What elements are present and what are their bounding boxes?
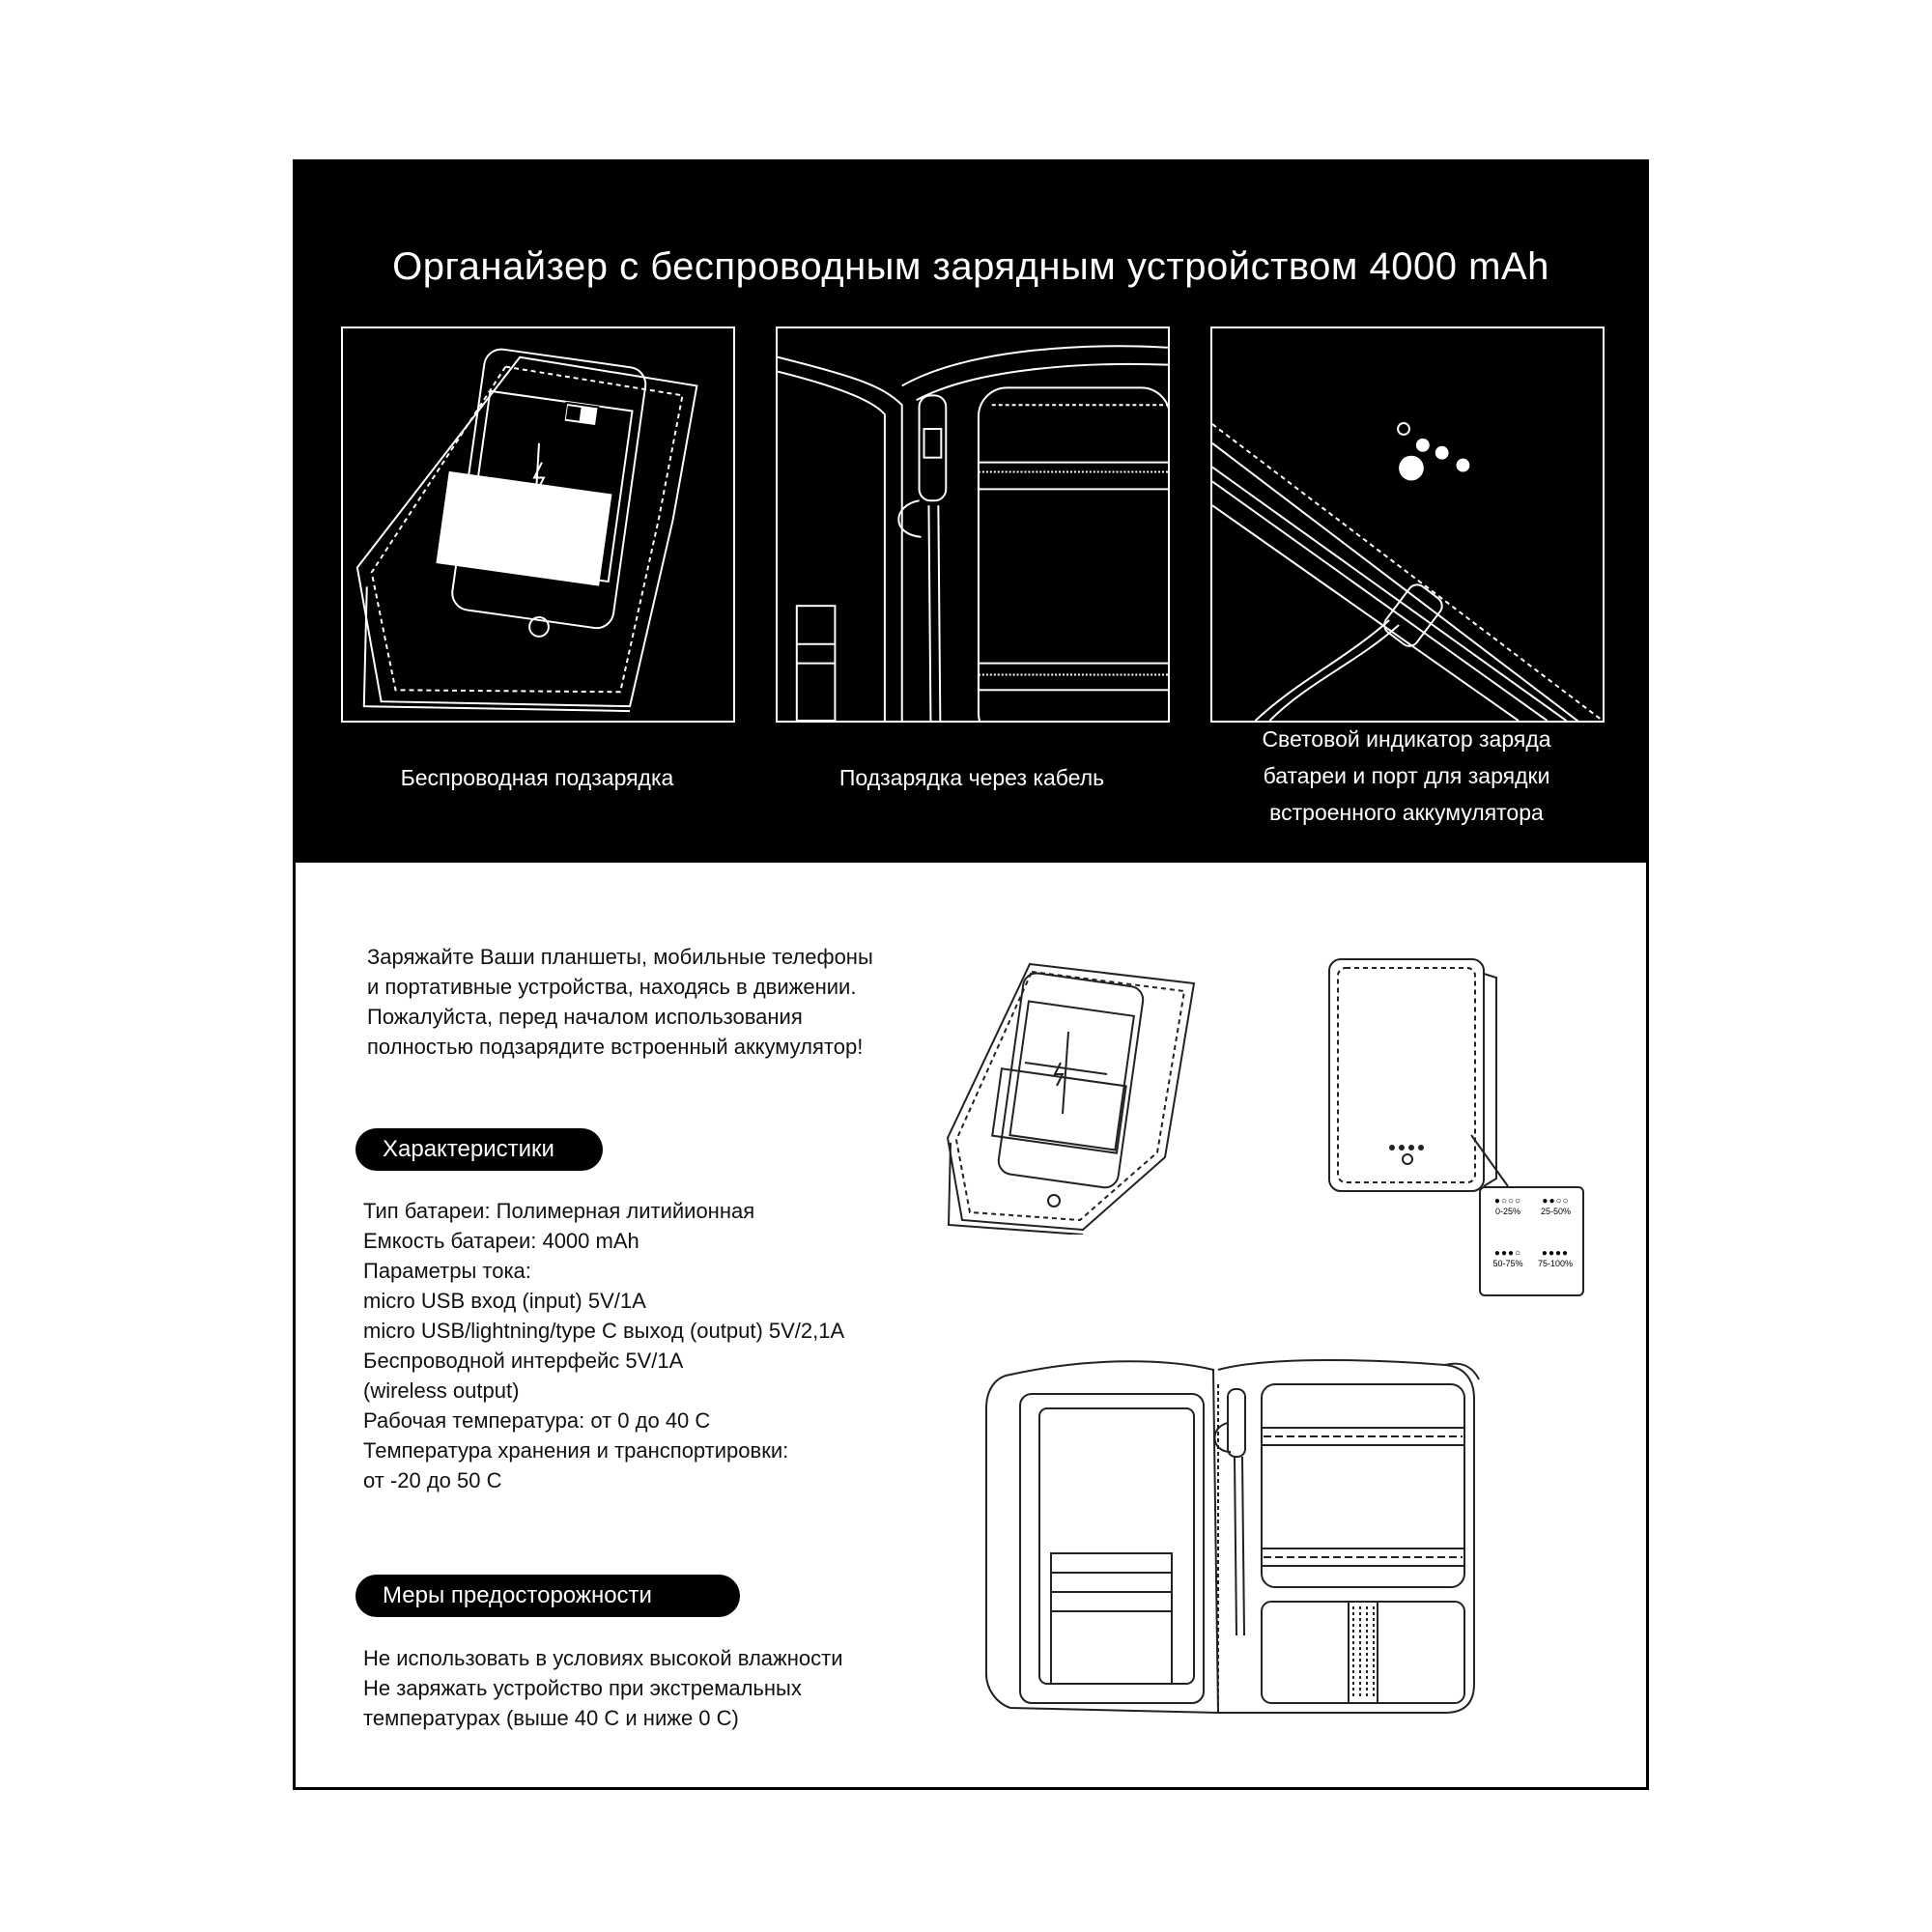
feature-caption-indicator: Световой индикатор заряда батареи и порт… [1204,721,1609,831]
legend-item: ●○○○ 0-25% [1489,1196,1527,1216]
intro-text: Заряжайте Ваши планшеты, мобильные телеф… [367,942,873,1062]
instruction-sheet: Органайзер с беспроводным зарядным устро… [293,159,1649,1790]
feature-band: Органайзер с беспроводным зарядным устро… [296,162,1646,863]
spec-line: (wireless output) [363,1378,520,1403]
wireless-charging-panel [341,327,735,723]
spec-line: Емкость батареи: 4000 mAh [363,1229,639,1253]
caption-line: Световой индикатор заряда [1262,726,1551,752]
spec-line: Температура хранения и транспортировки: [363,1438,789,1463]
precaution-line: Не использовать в условиях высокой влажн… [363,1646,843,1670]
cable-charging-illustration [778,345,1168,721]
lightning-bolt-icon [532,462,546,494]
spec-line: Беспроводной интерфейс 5V/1A [363,1349,684,1373]
page-title: Органайзер с беспроводным зарядным устро… [392,245,1549,288]
wireless-charging-illustration [355,348,698,713]
led-indicator-icon [1397,422,1470,481]
legend-item: ●●●○ 50-75% [1489,1248,1527,1268]
spec-line: Тип батареи: Полимерная литийионная [363,1199,755,1223]
specs-list: Тип батареи: Полимерная литийионная Емко… [363,1196,844,1495]
spec-line: от -20 до 50 С [363,1468,502,1492]
intro-line: Заряжайте Ваши планшеты, мобильные телеф… [367,945,873,969]
feature-caption-wireless: Беспроводная подзарядка [400,765,674,790]
precautions-list: Не использовать в условиях высокой влажн… [363,1643,843,1733]
legend-item: ●●●● 75-100% [1531,1248,1579,1268]
organizer-back-illustration [1328,958,1497,1192]
spec-line: Рабочая температура: от 0 до 40 С [363,1408,711,1433]
precautions-heading: Меры предосторожности [355,1575,740,1617]
intro-line: Пожалуйста, перед началом использования [367,1005,803,1029]
legend-label: 75-100% [1537,1259,1574,1268]
legend-label: 50-75% [1492,1259,1523,1268]
specs-heading: Характеристики [355,1128,603,1171]
legend-item: ●●○○ 25-50% [1534,1196,1577,1216]
feature-caption-cable: Подзарядка через кабель [838,765,1105,790]
intro-line: полностью подзарядите встроенный аккумул… [367,1035,864,1059]
legend-label: 0-25% [1494,1207,1520,1216]
organizer-phone-illustration [946,962,1196,1235]
spec-line: micro USB/lightning/type C выход (output… [363,1319,845,1343]
open-organizer-illustration [985,1359,1480,1715]
spec-line: micro USB вход (input) 5V/1A [363,1289,646,1313]
led-indicator-icon [1389,1145,1424,1165]
caption-line: встроенного аккумулятора [1269,800,1544,825]
battery-icon [562,401,600,428]
caption-line: батареи и порт для зарядки [1263,763,1550,788]
lightning-bolt-icon [1053,1062,1065,1087]
legend-label: 25-50% [1540,1207,1572,1216]
precaution-line: Не заряжать устройство при экстремальных [363,1676,802,1700]
precaution-line: температурах (выше 40 С и ниже 0 С) [363,1706,739,1730]
legend-pointer [1470,1134,1509,1187]
spec-line: Параметры тока: [363,1259,531,1283]
cable-charging-panel [776,327,1170,723]
indicator-legend: ●○○○ 0-25% ●●○○ 25-50% ●●●○ 50-75% ●●●● … [1479,1186,1584,1296]
intro-line: и портативные устройства, находясь в дви… [367,975,857,999]
indicator-panel [1210,327,1605,723]
indicator-illustration [1212,422,1603,721]
